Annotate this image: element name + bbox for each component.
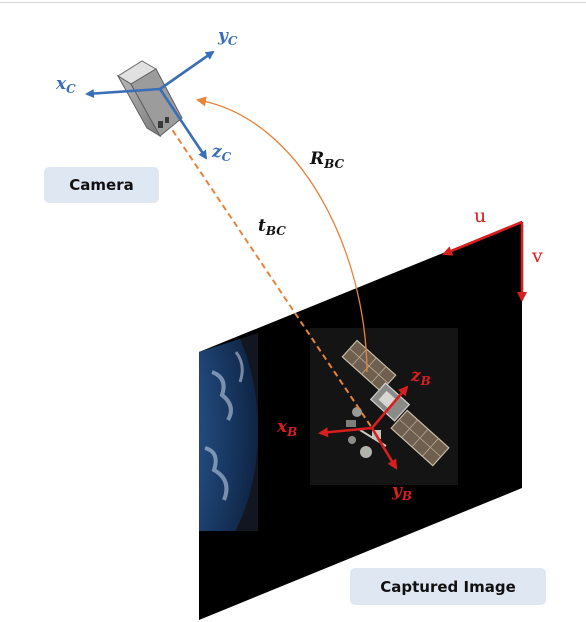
rotation-label: RBC bbox=[309, 149, 345, 171]
u-label: u bbox=[474, 205, 486, 227]
camera-model bbox=[116, 60, 183, 138]
x-c-axis bbox=[85, 87, 161, 99]
image-axes bbox=[442, 220, 527, 302]
body-frame-axes bbox=[318, 385, 409, 470]
captured-image-tag: Captured Image bbox=[350, 568, 546, 605]
y-c-label: yC bbox=[217, 26, 238, 48]
x-b-axis bbox=[318, 426, 373, 438]
translation-label: tBC bbox=[258, 216, 286, 238]
captured-image-tag-text: Captured Image bbox=[380, 577, 516, 596]
v-label: v bbox=[531, 245, 543, 267]
camera-tag-text: Camera bbox=[69, 176, 134, 194]
rotation-arc bbox=[196, 96, 368, 373]
x-c-label: xC bbox=[55, 74, 76, 96]
y-b-axis bbox=[370, 427, 398, 470]
satellite-target bbox=[341, 339, 450, 467]
y-b-label: yB bbox=[391, 481, 412, 503]
z-c-axis bbox=[158, 88, 208, 160]
y-c-axis bbox=[159, 50, 215, 91]
z-c-label: zC bbox=[211, 142, 232, 164]
z-b-axis bbox=[371, 385, 409, 429]
z-b-label: zB bbox=[410, 366, 431, 388]
camera-tag: Camera bbox=[44, 167, 159, 203]
x-b-label: xB bbox=[276, 417, 297, 439]
camera-frame-axes bbox=[85, 50, 215, 160]
translation-vector bbox=[166, 121, 373, 429]
top-border-line bbox=[0, 2, 586, 3]
u-axis bbox=[442, 220, 523, 256]
